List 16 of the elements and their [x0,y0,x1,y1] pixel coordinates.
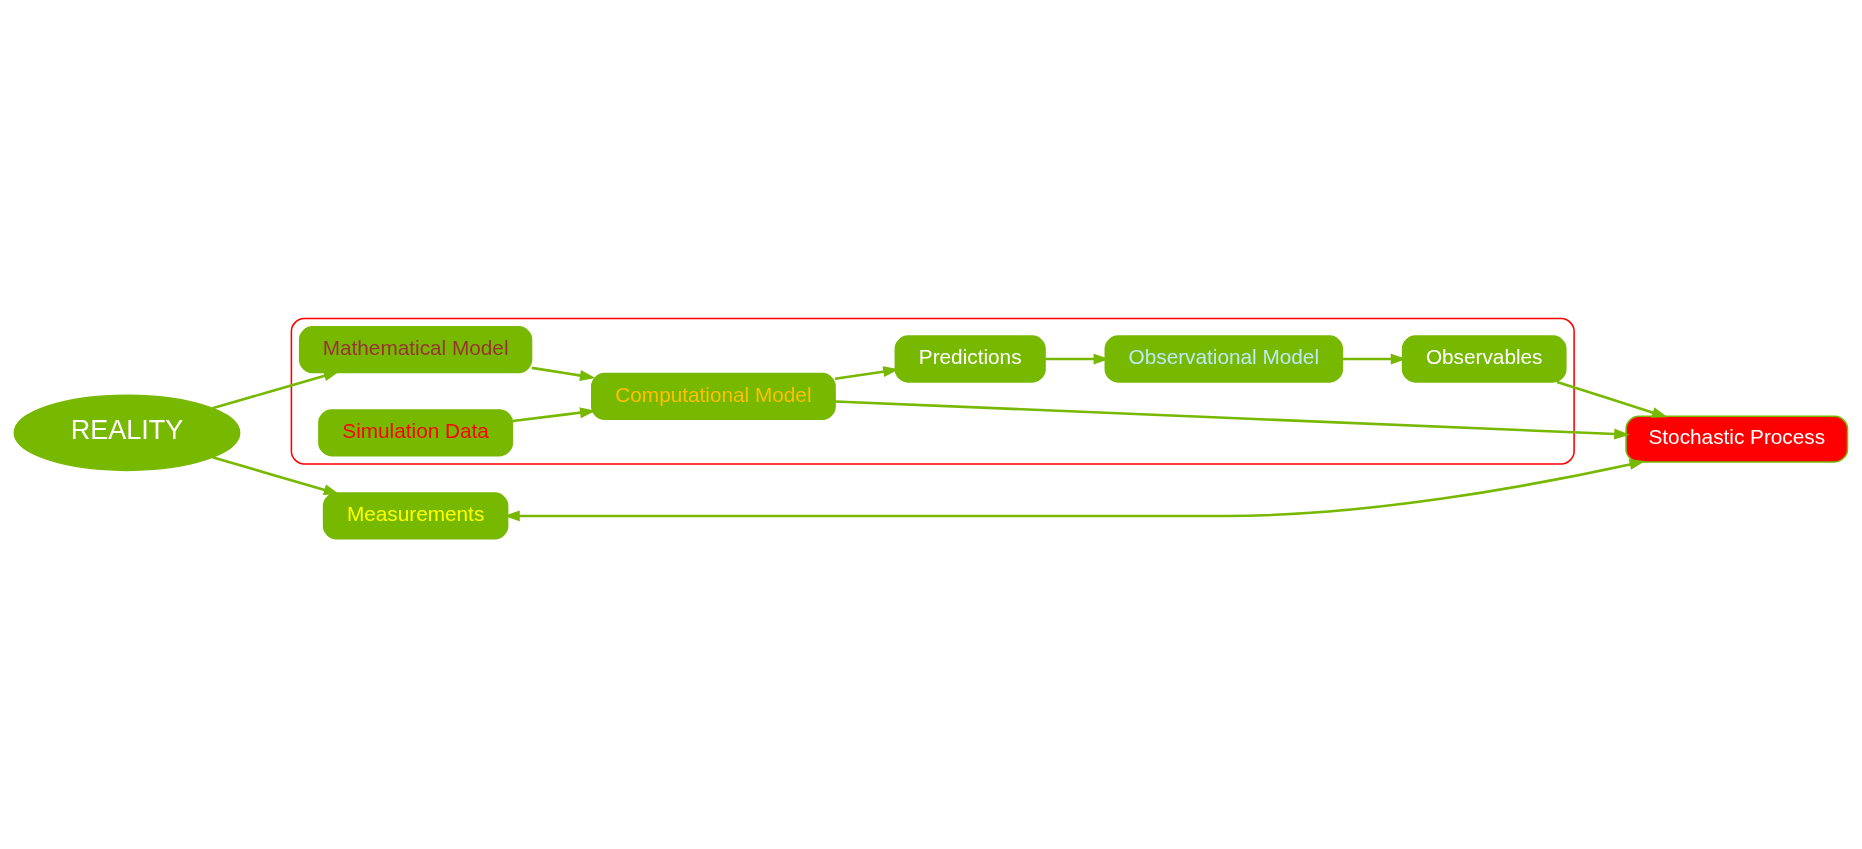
arrow [835,400,1630,440]
node-box: Computational Model [591,372,836,421]
node-box: Mathematical Model [298,326,533,374]
node-box: Measurements [322,492,509,540]
arrow [212,370,340,410]
node-box: Observational Model [1104,335,1344,383]
arrow [212,456,340,496]
node-box: Predictions [894,335,1046,383]
node-box: Stochastic Process [1625,415,1849,463]
node-ellipse: REALITY [13,394,241,472]
node-box: Simulation Data [318,409,514,457]
arrow [512,407,596,423]
arrow [1556,380,1668,418]
arrow [531,366,596,381]
node-box: Observables [1401,335,1567,383]
cluster [290,317,1575,465]
